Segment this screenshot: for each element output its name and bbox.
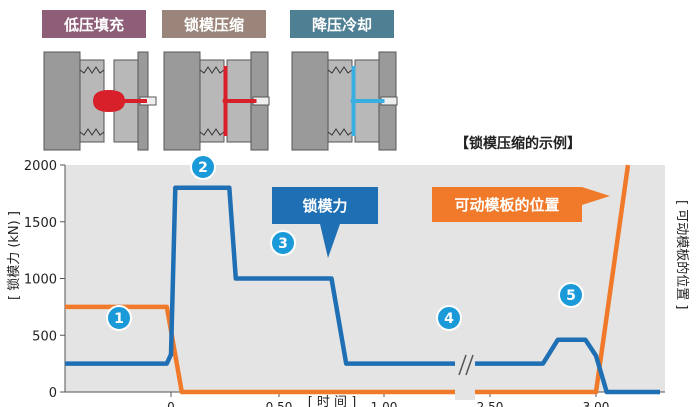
step-marker-5: 5 [558,282,584,308]
stage-label: 低压填充 [63,16,124,34]
stage-label: 锁模压缩 [184,16,244,34]
y-tick-label: 1000 [24,273,57,288]
callout-clamp-force-text: 锁模力 [302,197,347,215]
stage-1: 低压填充 [42,10,157,151]
step-marker-label: 1 [114,311,124,327]
stage-3: 降压冷却 [290,10,398,151]
step-marker-4: 4 [436,305,462,331]
series-platen-position-line [65,164,631,395]
callout-clamp-force: 锁模力 [272,187,378,258]
y-tick-label: 0 [49,386,57,401]
stage-illustrations: 低压填充 锁模压缩 降压冷却 [42,10,398,151]
stage-label-tab [290,10,394,38]
x-tick-label: 0 [167,400,175,407]
x-tick-label: 3.00 [583,400,610,407]
series-clamp-force-line [65,185,660,395]
step-marker-label: 4 [444,311,454,327]
x-tick-label: 0.50 [266,400,293,407]
stage-2: 锁模压缩 [162,10,270,151]
x-tick-label: 1.00 [371,400,398,407]
stage-label: 降压冷却 [312,16,372,34]
example-title: 【锁模压缩的示例】 [455,135,581,152]
y-tick-labels: 0 500 1000 1500 2000 [24,159,65,401]
step-marker-label: 3 [278,236,288,252]
axis-break-mark [455,330,475,400]
y-tick-label: 2000 [24,159,57,174]
step-marker-1: 1 [106,305,132,331]
y2-axis-label: [ 可动模板的位置 ] [674,200,690,309]
callout-platen-position: 可动模板的位置 [432,187,610,222]
step-marker-3: 3 [270,230,296,256]
x-axis-label: [ 时 间 ] [308,395,357,407]
y-tick-label: 1500 [24,216,57,231]
step-marker-label: 2 [198,160,208,176]
series-lines [65,164,660,395]
y-axis-label: [ 锁模力 (kN) ] [6,211,22,300]
step-markers: 1 2 3 4 5 [106,154,584,331]
stage-label-tab [162,10,266,38]
stage-label-tab [42,10,146,38]
callout-platen-position-text: 可动模板的位置 [454,196,559,214]
step-marker-label: 5 [566,288,576,304]
step-marker-2: 2 [190,154,216,180]
x-tick-label: 2.50 [477,400,504,407]
y-tick-label: 500 [32,329,57,344]
